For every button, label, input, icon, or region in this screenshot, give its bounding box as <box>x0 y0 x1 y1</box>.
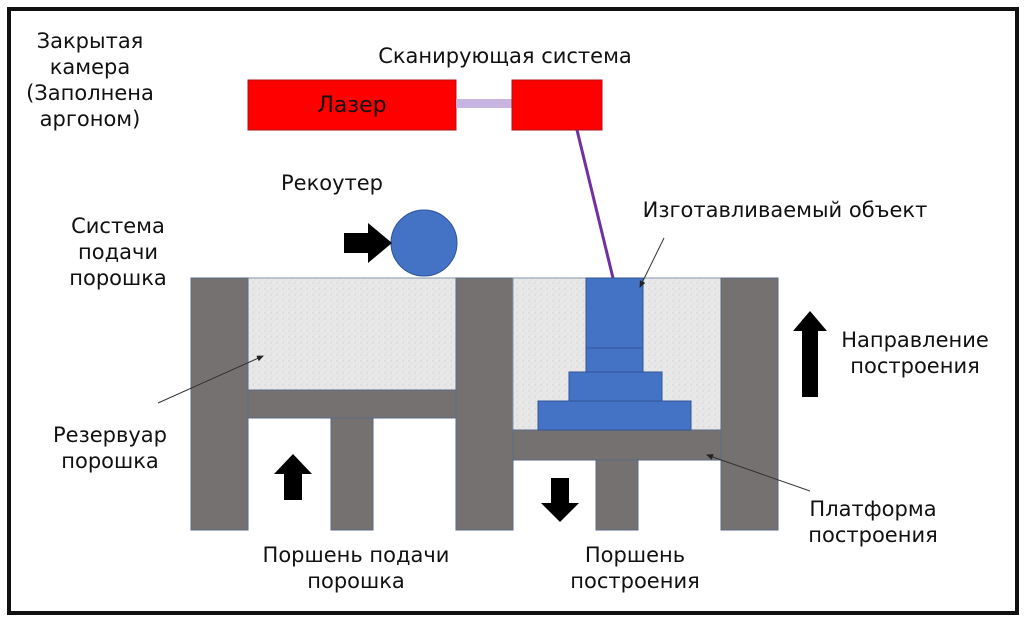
object-leader-line <box>639 237 665 288</box>
object-layer-base <box>537 400 692 431</box>
feed-piston-up-arrow-icon <box>274 454 312 500</box>
build-platform <box>512 429 722 461</box>
build-piston-rod <box>595 459 639 531</box>
label-fabricated-object: Изготавливаемый объект <box>642 198 928 222</box>
recoater-push-arrow-icon <box>344 223 392 263</box>
build-direction-arrow-icon <box>793 311 827 397</box>
recoater <box>390 209 458 277</box>
center-wall <box>455 277 514 531</box>
build-piston-down-arrow-icon <box>541 478 579 522</box>
reservoir-left-wall <box>190 277 249 531</box>
label-scanning-system: Сканирующая система <box>378 44 632 68</box>
laser-beam <box>575 129 615 279</box>
scanner-box <box>511 79 603 131</box>
laser-beam-segment <box>456 99 512 108</box>
label-feed-piston: Поршень подачи порошка <box>262 543 450 593</box>
object-layer-top <box>585 277 644 349</box>
reservoir-piston-rod <box>330 417 374 531</box>
platform-leader-line <box>706 454 811 492</box>
reservoir-piston-plate <box>247 389 457 419</box>
laser-box <box>247 79 457 131</box>
label-recoater: Рекоутер <box>280 171 384 195</box>
label-build-direction: Направление построения <box>841 328 989 378</box>
label-closed-chamber: Закрытая камера (Заполнена аргоном) <box>26 29 154 131</box>
reservoir-leader-line <box>157 355 264 404</box>
diagram-frame <box>7 7 1019 615</box>
object-layer-3 <box>585 347 644 373</box>
object-layer-2 <box>568 371 663 402</box>
reservoir-powder <box>247 277 457 391</box>
label-laser: Лазер <box>317 93 387 118</box>
label-powder-reservoir: Резервуар порошка <box>52 423 167 473</box>
label-powder-feed-system: Система подачи порошка <box>69 214 167 290</box>
build-right-wall <box>720 277 779 531</box>
label-build-piston: Поршень построения <box>570 543 700 593</box>
label-build-platform: Платформа построения <box>808 497 938 547</box>
